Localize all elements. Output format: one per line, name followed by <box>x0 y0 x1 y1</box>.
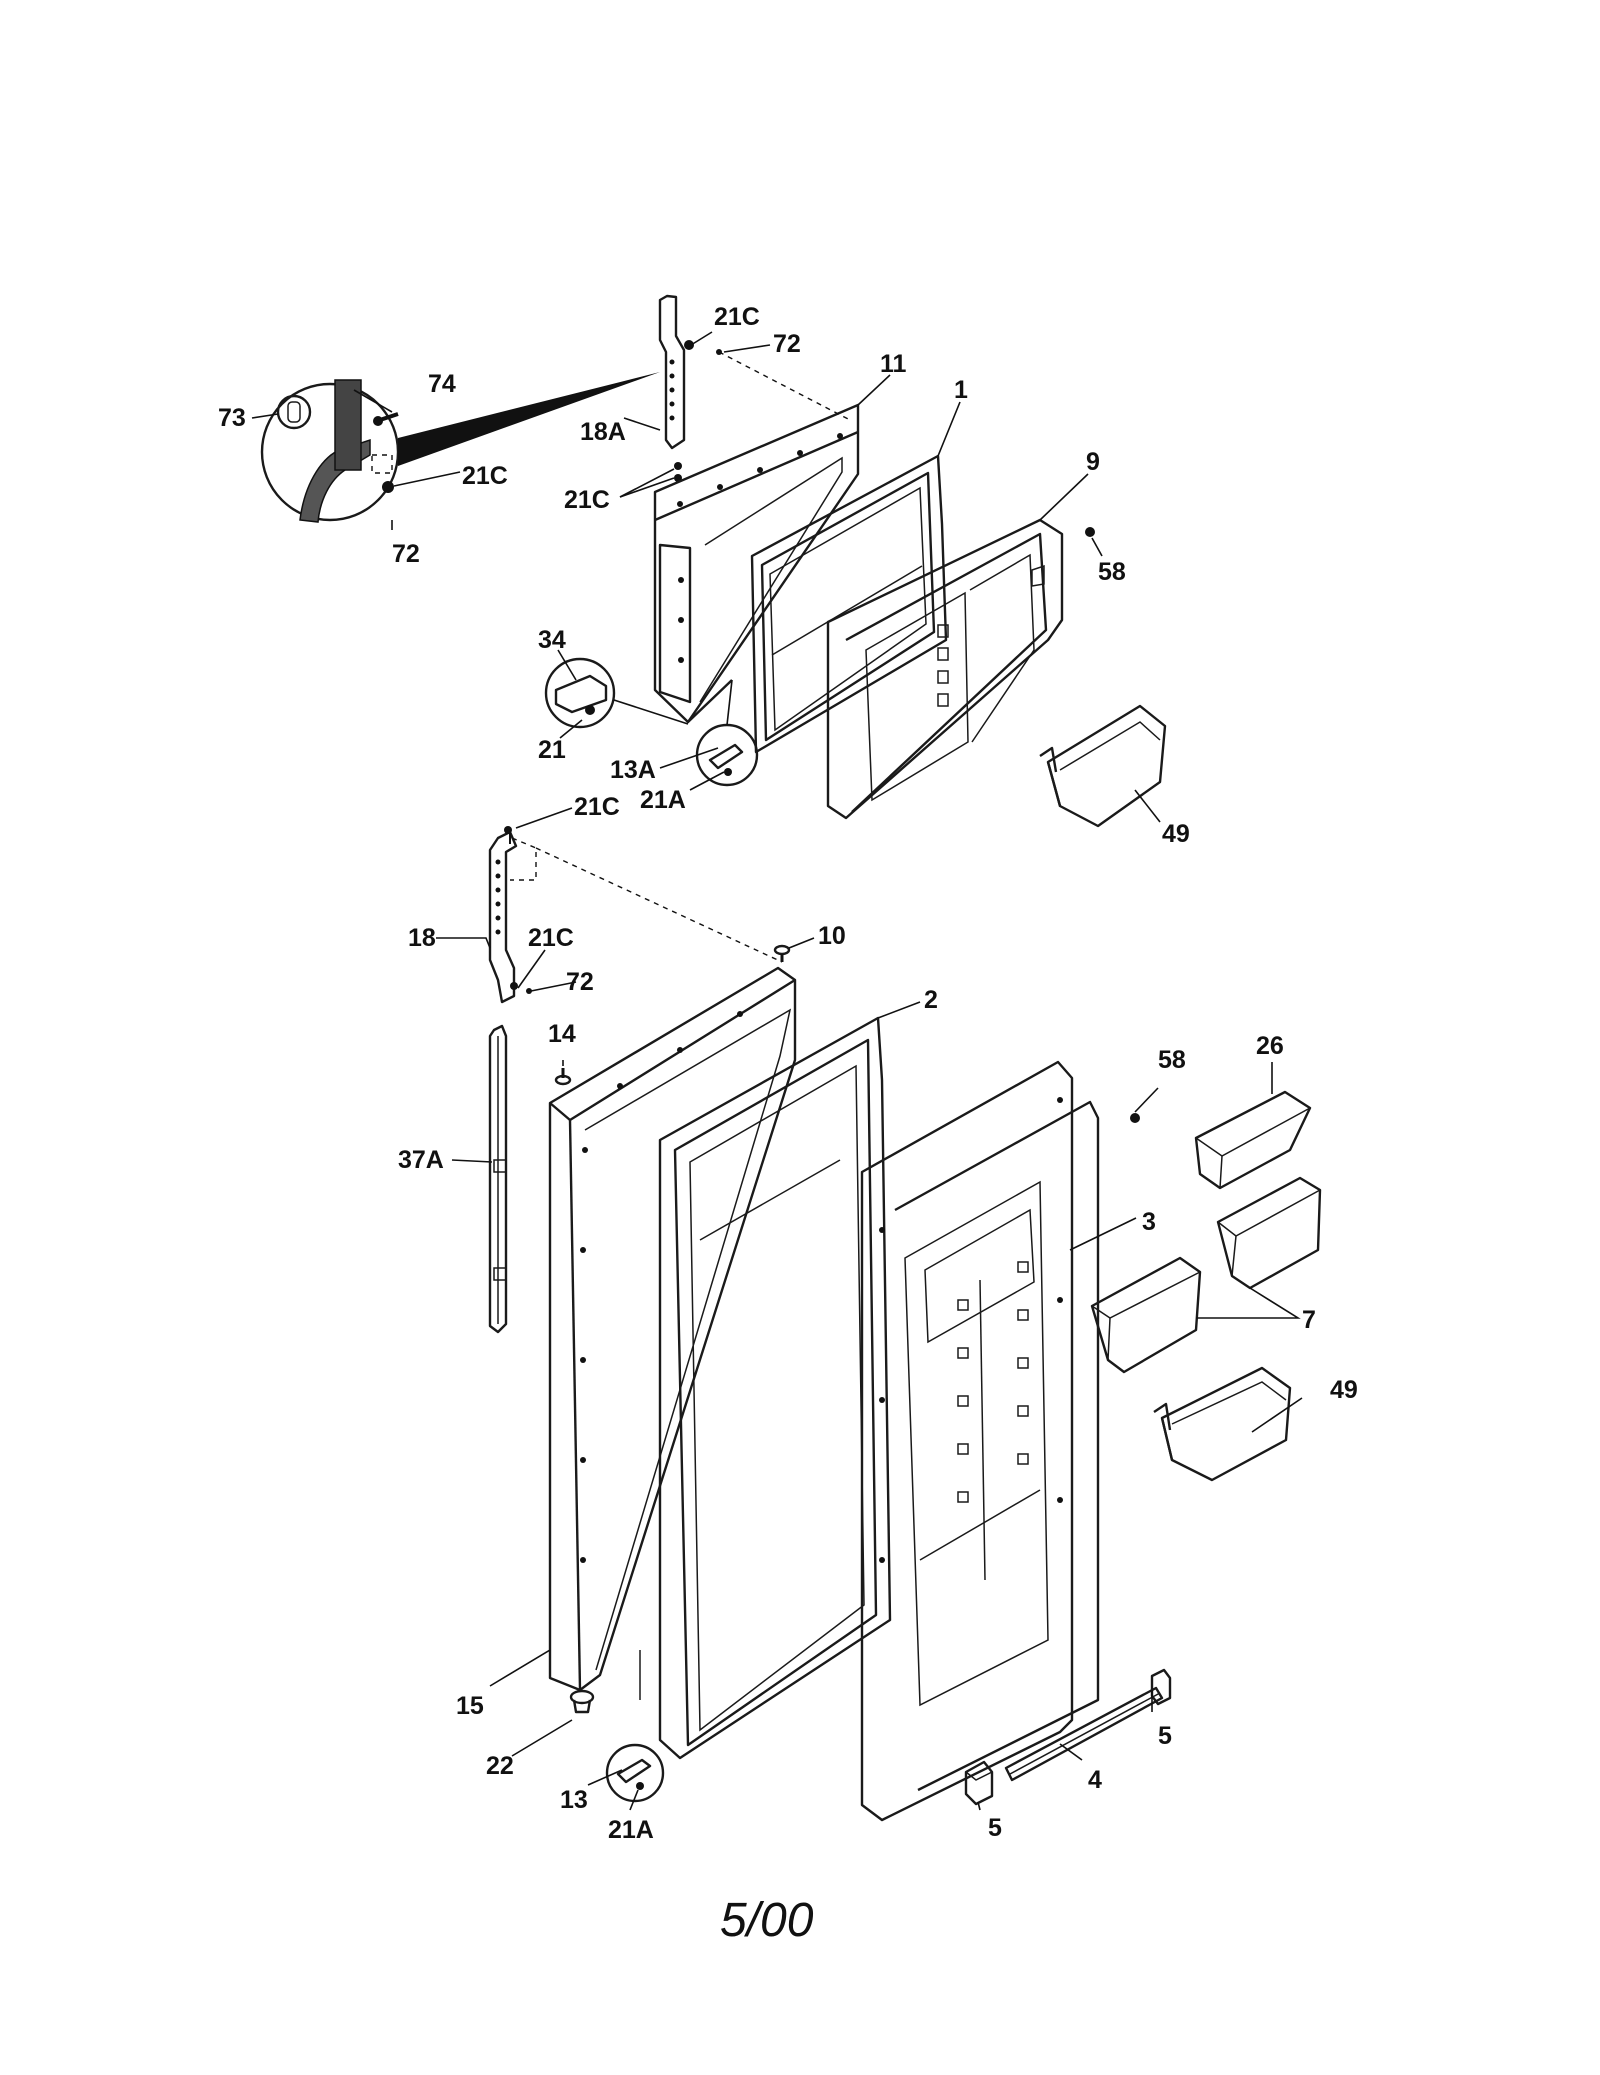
label-21a-upper: 21A <box>640 786 686 814</box>
screw-21c-top <box>684 340 694 350</box>
screws-21c-72-lower <box>510 982 532 994</box>
screw-21c-detail <box>382 481 394 493</box>
lower-outer-door-15 <box>548 966 797 1700</box>
label-49-upper: 49 <box>1162 820 1190 848</box>
label-5-left: 5 <box>988 1814 1002 1842</box>
dairy-bin-26 <box>1194 1090 1312 1190</box>
hinge-cap-5-left <box>964 1760 994 1806</box>
label-73: 73 <box>218 404 246 432</box>
label-7: 7 <box>1302 1306 1316 1334</box>
label-4: 4 <box>1088 1766 1102 1794</box>
label-21c-pair: 21C <box>564 486 610 514</box>
upper-inner-liner-9 <box>826 518 1064 820</box>
upper-bin-49 <box>1039 704 1167 828</box>
trim-strip-37a <box>488 1024 508 1334</box>
screw-58-upper <box>1085 527 1095 537</box>
plug-10 <box>773 944 791 962</box>
shelf-bin-7-lower <box>1090 1256 1202 1374</box>
screw-74 <box>373 412 399 426</box>
label-13a: 13A <box>610 756 656 784</box>
label-21c-top: 21C <box>714 303 760 331</box>
label-1: 1 <box>954 376 968 404</box>
label-13: 13 <box>560 1786 588 1814</box>
label-9: 9 <box>1086 448 1100 476</box>
upper-gasket-1 <box>750 454 948 754</box>
label-14: 14 <box>548 1020 576 1048</box>
upper-hinge-18a <box>658 294 686 450</box>
label-18: 18 <box>408 924 436 952</box>
label-15: 15 <box>456 1692 484 1720</box>
label-21c-lower-top: 21C <box>574 793 620 821</box>
label-72-lower: 72 <box>566 968 594 996</box>
screw-21c-pair <box>674 462 682 482</box>
label-3: 3 <box>1142 1208 1156 1236</box>
label-58-upper: 58 <box>1098 558 1126 586</box>
label-72-top: 72 <box>773 330 801 358</box>
label-5-right: 5 <box>1158 1722 1172 1750</box>
screw-21c-lower-top <box>504 826 512 844</box>
part-labels: 21C 72 74 73 18A 21C 21C 72 11 1 9 58 34… <box>218 303 1358 1844</box>
hinge-detail-callout <box>260 372 660 523</box>
label-58-lower: 58 <box>1158 1046 1186 1074</box>
label-22: 22 <box>486 1752 514 1780</box>
label-18a: 18A <box>580 418 626 446</box>
label-10: 10 <box>818 922 846 950</box>
label-37a: 37A <box>398 1146 444 1174</box>
screw-58-lower <box>1130 1113 1140 1123</box>
guide-lines <box>510 351 851 963</box>
label-21: 21 <box>538 736 566 764</box>
label-21a-lower: 21A <box>608 1816 654 1844</box>
bottom-rail-4 <box>1004 1686 1164 1782</box>
label-2: 2 <box>924 986 938 1014</box>
lower-bin-49 <box>1153 1366 1292 1482</box>
label-21c-detail: 21C <box>462 462 508 490</box>
label-74: 74 <box>428 370 456 398</box>
bracket-detail-13 <box>605 1743 665 1803</box>
label-26: 26 <box>1256 1032 1284 1060</box>
label-49-lower: 49 <box>1330 1376 1358 1404</box>
lower-gasket-2 <box>658 1016 892 1760</box>
foot-22 <box>569 1689 595 1714</box>
clip-73 <box>276 394 312 430</box>
label-34: 34 <box>538 626 566 654</box>
leader-lines <box>251 331 1303 1811</box>
label-72-detail: 72 <box>392 540 420 568</box>
shelf-bin-7-upper <box>1216 1176 1322 1290</box>
revision-date: 5/00 <box>720 1894 814 1947</box>
lower-hinge-18 <box>488 830 518 1004</box>
label-11: 11 <box>880 350 907 378</box>
label-21c-lower: 21C <box>528 924 574 952</box>
plug-14 <box>554 1068 572 1086</box>
handle-detail-34 <box>544 657 689 729</box>
lower-inner-liner-3 <box>860 1060 1100 1822</box>
